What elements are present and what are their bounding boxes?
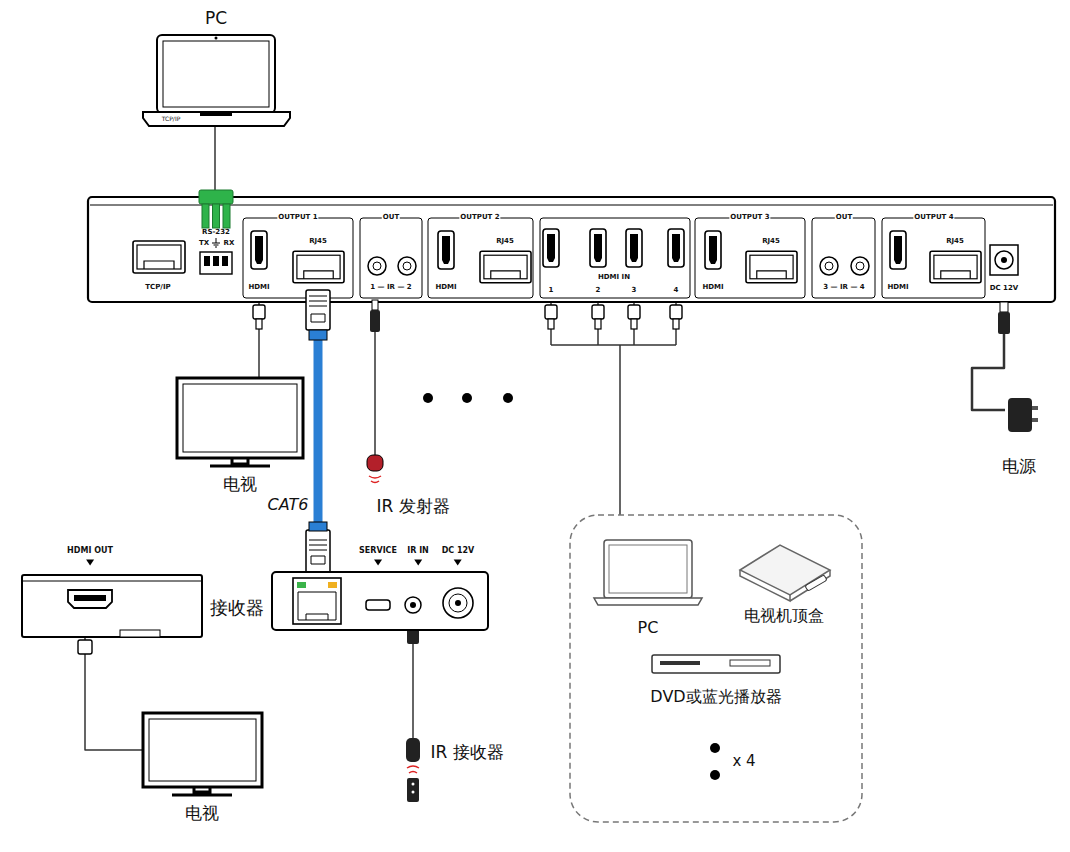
power-adapter <box>1008 398 1038 432</box>
matrix-panel-node: TCP/IP RS-232TX RX OUTPUT 1 HDMI RJ45 OUT 1 — I… <box>88 197 1055 302</box>
source-group-node: x 4 PC 电视机顶盒 DVD或蓝光播放器 <box>570 515 862 822</box>
ir-emitter-node: IR 发射器 <box>367 455 383 475</box>
port-label: 2 <box>595 287 602 295</box>
port-label: 1 <box>548 287 555 295</box>
port-label: OUT <box>382 214 400 222</box>
port-label: RJ45 <box>495 238 515 246</box>
source-group <box>570 515 862 822</box>
node-label: SERVICE <box>359 547 397 566</box>
node-label: HDMI OUT <box>67 547 113 566</box>
node-label: DC 12V <box>442 547 475 566</box>
port-label: HDMI <box>247 284 270 292</box>
ir-receiver <box>406 738 420 802</box>
node-label: x 4 <box>732 753 755 770</box>
cable-plugs <box>78 290 1010 654</box>
pointer-triangle <box>86 559 94 565</box>
port-label: RJ45 <box>761 238 781 246</box>
rs232-plug <box>199 190 233 228</box>
port-label: HDMI <box>886 284 909 292</box>
port-label: TCP/IP <box>144 284 171 292</box>
port-label: RJ45 <box>308 238 328 246</box>
matrix-panel <box>88 197 1055 302</box>
receiver-front-node: HDMI OUT <box>22 575 202 637</box>
ir-emitter <box>367 455 383 483</box>
part-label: 接收器 <box>210 598 264 618</box>
laptop-node: PCTCP/IP <box>143 35 290 126</box>
tv-icon <box>177 378 303 466</box>
port-label: OUTPUT 3 <box>729 214 770 222</box>
node-label: 电源 <box>1002 457 1036 476</box>
ellipsis-dots <box>423 393 513 403</box>
port-label: TX <box>198 240 210 248</box>
node-label: 电视机顶盒 <box>744 607 824 625</box>
pointer-triangle <box>374 559 382 565</box>
cable-segment <box>412 630 414 738</box>
node-label: TCP/IP <box>162 116 181 123</box>
cable-line <box>85 637 143 750</box>
port-label: 4 <box>673 287 680 295</box>
node-label: 电视 <box>185 804 219 823</box>
port-label: HDMI IN <box>597 274 631 282</box>
tv-node: 电视 <box>177 378 303 458</box>
port-label: DC 12V <box>989 285 1020 293</box>
port-label: 3 <box>631 287 638 295</box>
tv-icon <box>143 713 262 795</box>
power-node: 电源 <box>1005 395 1038 440</box>
port-label: RX <box>223 240 236 248</box>
cable-line <box>215 126 216 197</box>
pointer-triangle <box>454 559 462 565</box>
tv-node: 电视 <box>143 713 262 787</box>
node-label: DVD或蓝光播放器 <box>650 688 781 706</box>
port-label: OUTPUT 2 <box>459 214 500 222</box>
pointer-triangle <box>414 559 422 565</box>
node-label: IR IN <box>407 547 429 566</box>
cable-segment <box>551 344 676 346</box>
port-label: 1 — IR — 2 <box>369 284 412 292</box>
port-label: OUTPUT 1 <box>277 214 318 222</box>
cable-segment <box>619 345 621 515</box>
node-label: PC <box>205 9 227 28</box>
edge-label: CAT6 <box>268 496 309 514</box>
ir-receiver-node: IR 接收器 <box>405 738 421 763</box>
port-label: 3 — IR — 4 <box>822 284 865 292</box>
port-label: RJ45 <box>945 238 965 246</box>
node-label: IR 接收器 <box>430 743 503 762</box>
cable-line <box>551 302 676 515</box>
receiver-back-node: SERVICEIR INDC 12V <box>272 572 488 630</box>
laptop-icon <box>143 35 290 126</box>
port-label: OUT <box>835 214 853 222</box>
receiver-front <box>22 575 202 637</box>
cable-segment <box>214 126 216 197</box>
settop-box-node: 电视机顶盒 <box>735 545 830 601</box>
port-label: RS-232 <box>201 229 231 237</box>
port-label: HDMI <box>434 284 457 292</box>
cable-line <box>413 630 414 738</box>
cable-segment <box>85 637 143 750</box>
node-label: IR 发射器 <box>376 497 449 516</box>
port-label: HDMI <box>701 284 724 292</box>
player-node: DVD或蓝光播放器 <box>652 652 780 678</box>
pc-source-node: PC <box>594 540 702 605</box>
node-label: 电视 <box>223 475 257 494</box>
receiver-back <box>272 572 488 630</box>
node-label: PC <box>638 619 659 637</box>
port-label: OUTPUT 4 <box>913 214 954 222</box>
